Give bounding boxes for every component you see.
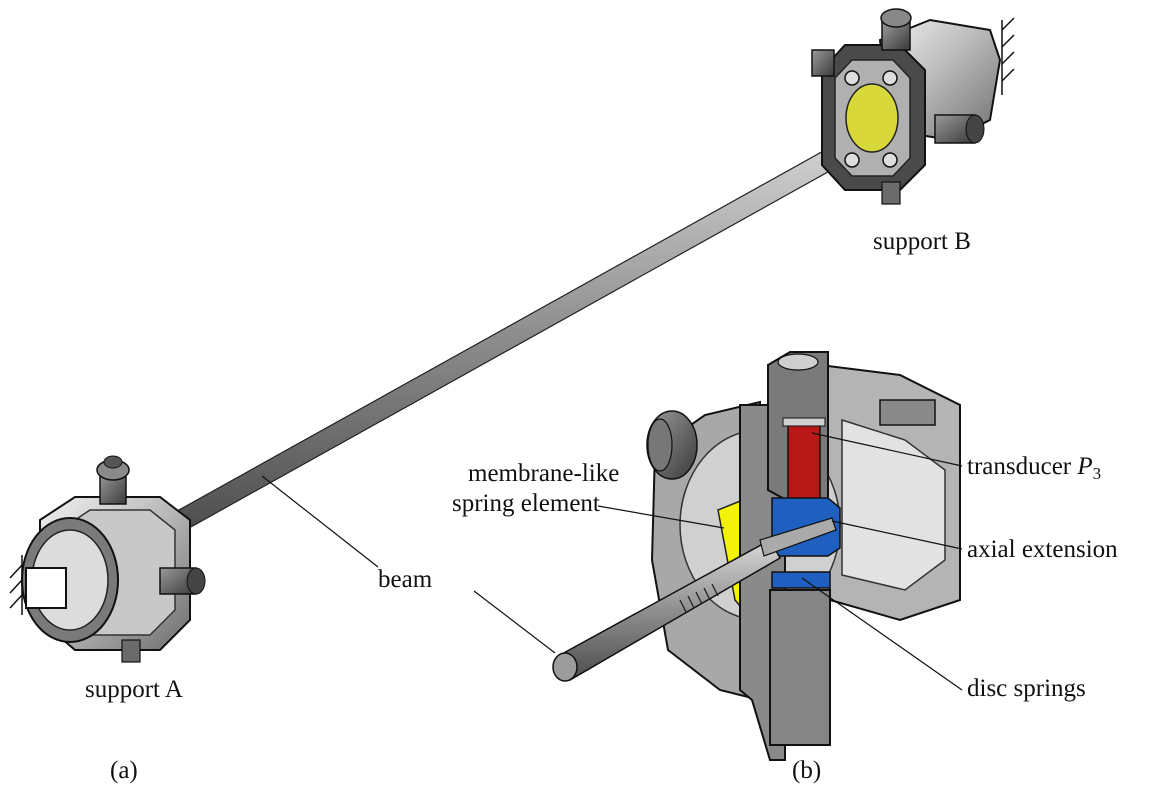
label-beam: beam — [378, 566, 433, 593]
label-membrane-line2: spring element — [452, 490, 600, 517]
leader-disc-springs — [801, 577, 963, 691]
support-b-wall-hatch — [1001, 17, 1015, 95]
leader-beam-a — [261, 475, 379, 568]
label-transducer: transducer P3 — [967, 453, 1101, 488]
label-axial-extension: axial extension — [967, 536, 1118, 563]
support-a-wall-hatch — [9, 555, 23, 615]
beam-thread — [679, 583, 719, 613]
label-panel-b: (b) — [792, 757, 822, 784]
support-b-assembly — [811, 8, 1015, 205]
label-support-b: support B — [873, 228, 971, 255]
label-transducer-subscript: 3 — [1092, 464, 1102, 483]
leader-lines — [261, 432, 963, 691]
leader-membrane — [597, 505, 725, 529]
leader-transducer — [811, 432, 963, 467]
leader-axial-extension — [831, 520, 963, 550]
label-transducer-text: transducer — [967, 453, 1072, 480]
support-cross-section — [552, 351, 961, 761]
label-transducer-symbol: P — [1077, 453, 1093, 480]
label-membrane-line1: membrane-like — [468, 460, 620, 487]
leader-beam-b — [473, 590, 556, 654]
label-disc-springs: disc springs — [967, 675, 1086, 702]
label-panel-a: (a) — [110, 757, 138, 784]
label-support-a: support A — [85, 676, 183, 703]
support-a-assembly — [9, 455, 206, 663]
